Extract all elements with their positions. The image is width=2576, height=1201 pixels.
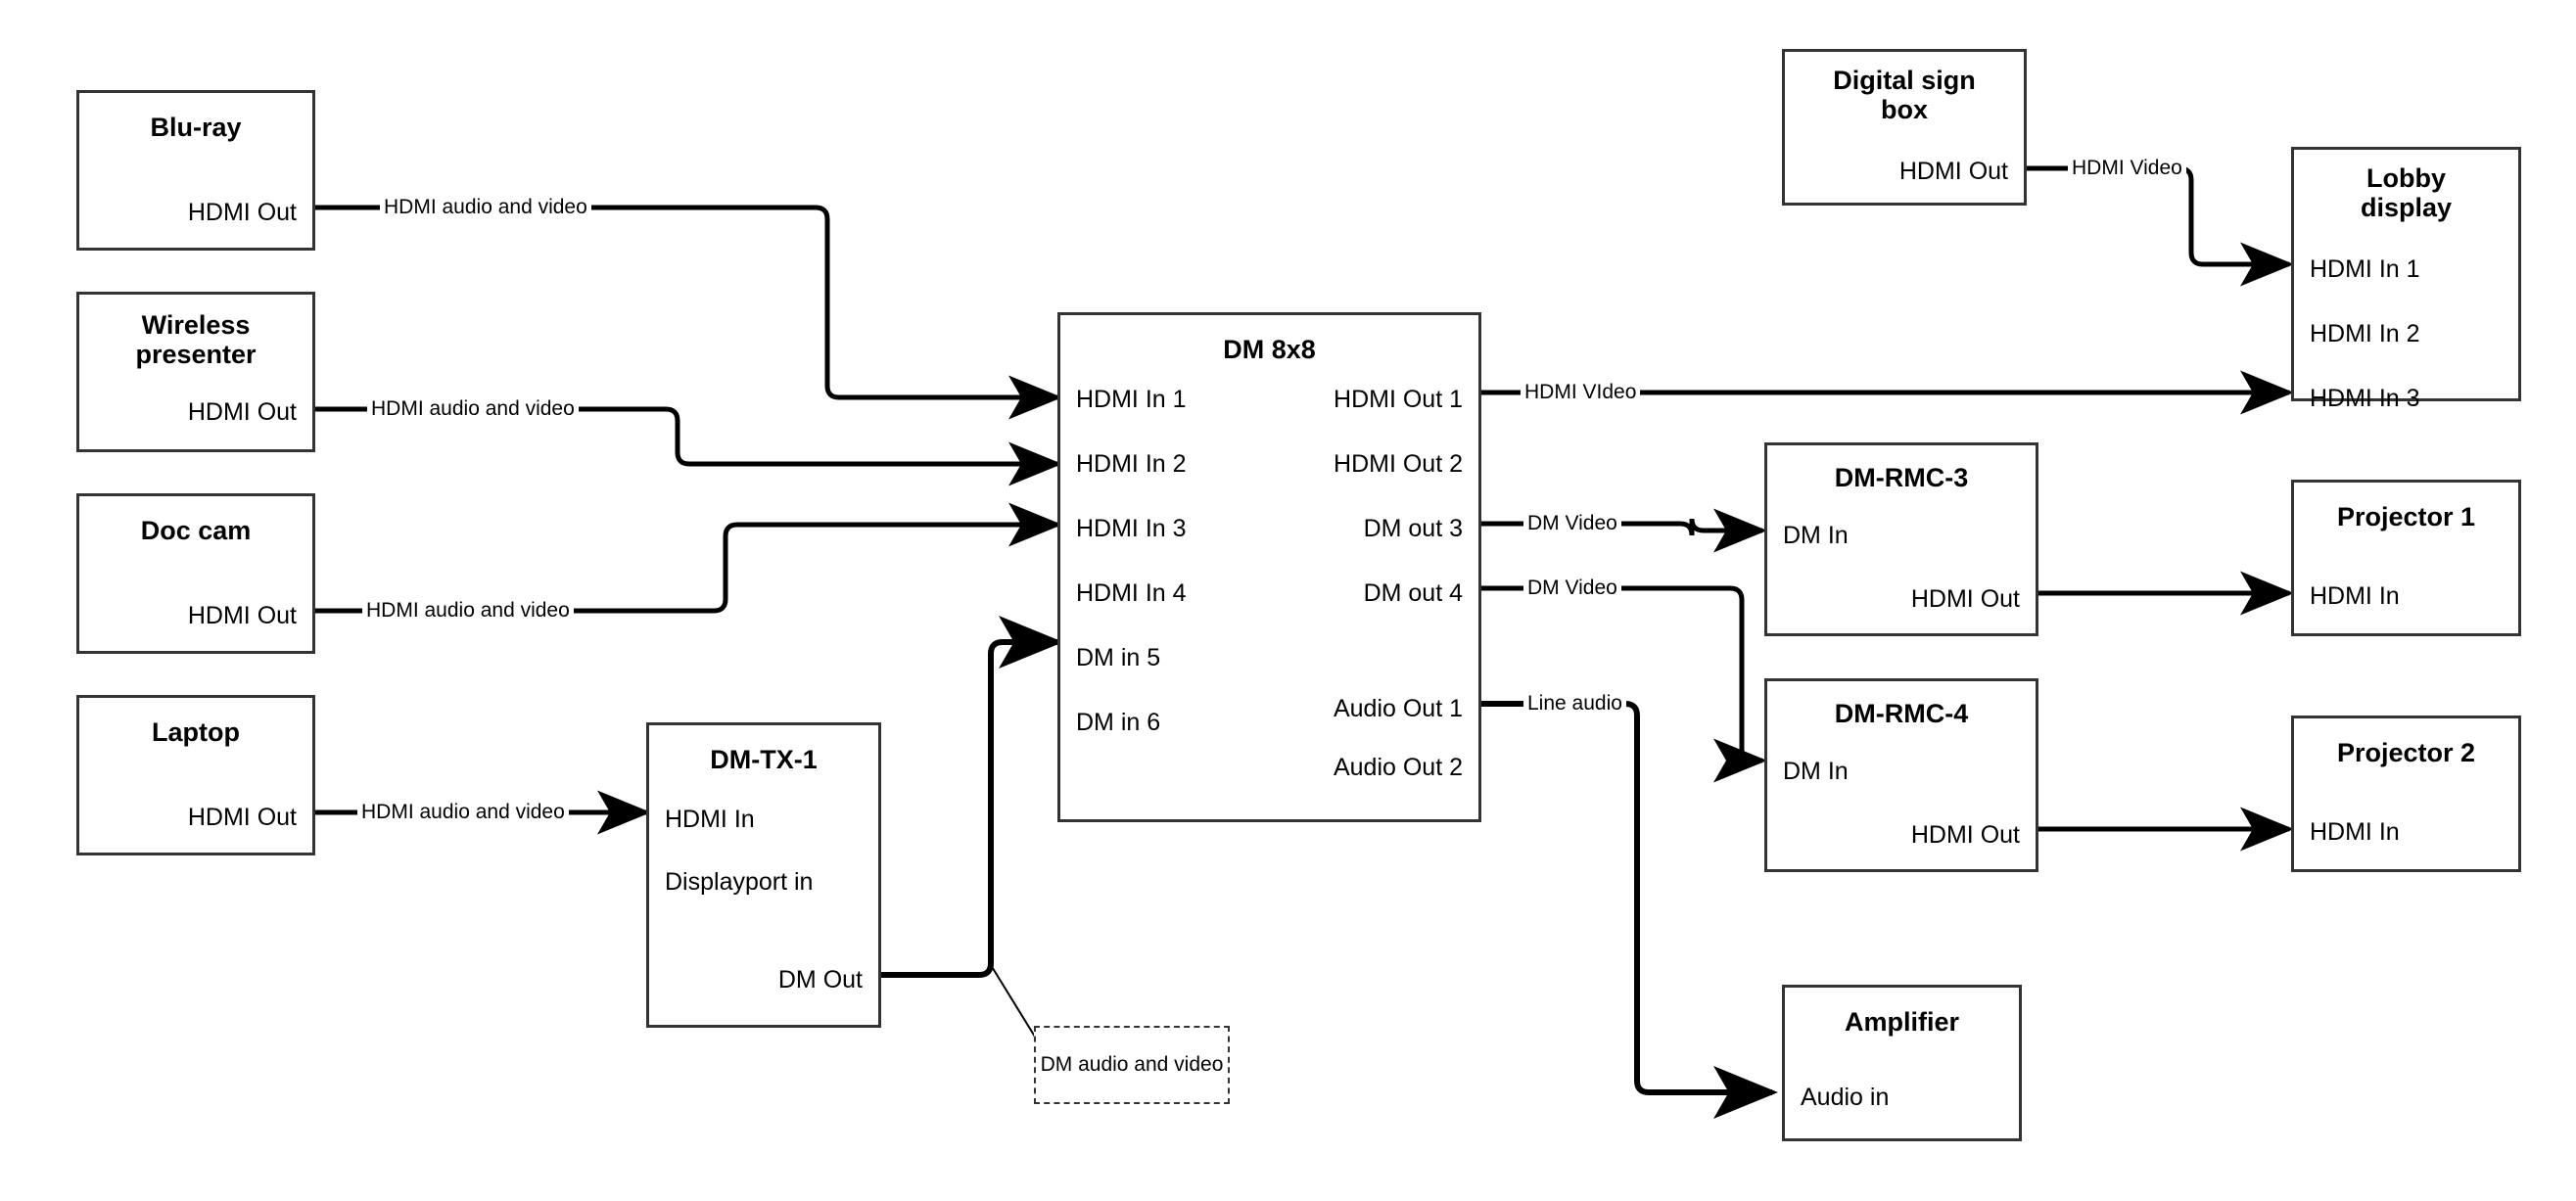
node-dm-8x8-output-hdmi-out-2[interactable]: HDMI Out 2	[1334, 450, 1463, 478]
node-doc-cam-title: Doc cam	[140, 516, 252, 545]
node-lobby-display-input-hdmi-in-1[interactable]: HDMI In 1	[2310, 255, 2420, 283]
node-dm-rmc-3[interactable]: DM-RMC-3 DM In HDMI Out	[1764, 442, 2038, 636]
node-dm-rmc-4-port-dm-in[interactable]: DM In	[1783, 758, 1849, 785]
node-dm-tx-1[interactable]: DM-TX-1 HDMI In Displayport in DM Out	[646, 722, 881, 1028]
node-dm-8x8-input-dm-in-6[interactable]: DM in 6	[1076, 709, 1161, 736]
callout-dm-audio-and-video: DM audio and video	[1034, 1026, 1230, 1104]
edge-label-dmout4-to-rmc4: DM Video	[1523, 577, 1621, 600]
node-projector-2[interactable]: Projector 2 HDMI In	[2291, 716, 2521, 872]
node-dm-8x8-input-hdmi-in-4[interactable]: HDMI In 4	[1076, 579, 1187, 607]
node-lobby-display[interactable]: Lobby display HDMI In 1 HDMI In 2 HDMI I…	[2291, 147, 2521, 411]
wire-dm8x8-audioout1-to-amplifier	[1481, 701, 1778, 1119]
node-dm-tx-1-title: DM-TX-1	[710, 745, 818, 774]
node-dm-8x8[interactable]: DM 8x8 HDMI In 1 HDMI In 2 HDMI In 3 HDM…	[1057, 312, 1481, 822]
node-dm-rmc-3-port-hdmi-out[interactable]: HDMI Out	[1910, 585, 2020, 613]
node-dm-8x8-output-audio-out-1[interactable]: Audio Out 1	[1333, 695, 1463, 722]
node-dm-tx-1-port-hdmi-in[interactable]: HDMI In	[665, 806, 755, 833]
node-projector-1[interactable]: Projector 1 HDMI In	[2291, 480, 2521, 636]
edge-label-audioout1-to-amplifier: Line audio	[1523, 692, 1626, 716]
node-dm-rmc-4[interactable]: DM-RMC-4 DM In HDMI Out	[1764, 678, 2038, 872]
node-dm-rmc-4-title: DM-RMC-4	[1834, 699, 1969, 728]
node-dm-tx-1-port-displayport-in[interactable]: Displayport in	[665, 868, 814, 896]
node-wireless-presenter-title: Wireless presenter	[135, 310, 257, 370]
node-projector-2-title: Projector 2	[2336, 738, 2476, 767]
callout-leader-line	[990, 964, 1039, 1042]
node-dm-8x8-input-hdmi-in-2[interactable]: HDMI In 2	[1076, 450, 1187, 478]
node-dm-rmc-3-port-dm-in[interactable]: DM In	[1783, 522, 1849, 549]
node-amplifier-title: Amplifier	[1844, 1007, 1960, 1037]
edge-label-bluray-to-dm8x8: HDMI audio and video	[380, 196, 591, 219]
node-wireless-presenter[interactable]: Wireless presenter HDMI Out	[76, 292, 315, 452]
node-dm-8x8-input-dm-in-5[interactable]: DM in 5	[1076, 644, 1161, 671]
node-dm-8x8-title: DM 8x8	[1223, 335, 1316, 364]
edge-label-dmout3-to-rmc3: DM Video	[1523, 512, 1621, 535]
node-digital-sign-box-port-hdmi-out[interactable]: HDMI Out	[1898, 158, 2008, 185]
node-digital-sign-box[interactable]: Digital sign box HDMI Out	[1782, 49, 2027, 206]
node-bluray-title: Blu-ray	[150, 113, 242, 142]
node-dm-rmc-4-port-hdmi-out[interactable]: HDMI Out	[1910, 821, 2020, 849]
node-dm-8x8-output-audio-out-2[interactable]: Audio Out 2	[1333, 754, 1463, 781]
edge-label-wireless-to-dm8x8: HDMI audio and video	[367, 397, 579, 421]
node-dm-tx-1-port-dm-out[interactable]: DM Out	[777, 966, 863, 993]
node-doc-cam-port-hdmi-out[interactable]: HDMI Out	[187, 602, 297, 629]
node-wireless-presenter-port-hdmi-out[interactable]: HDMI Out	[187, 398, 297, 426]
wire-dm8x8-dmout4-to-rmc4	[1481, 585, 1767, 783]
node-dm-8x8-output-dm-out-3[interactable]: DM out 3	[1363, 515, 1463, 542]
node-amplifier-port-audio-in[interactable]: Audio in	[1801, 1084, 1890, 1111]
node-lobby-display-input-hdmi-in-3[interactable]: HDMI In 3	[2310, 385, 2420, 412]
node-digital-sign-box-title: Digital sign box	[1833, 66, 1976, 125]
node-laptop[interactable]: Laptop HDMI Out	[76, 695, 315, 855]
node-projector-1-title: Projector 1	[2336, 502, 2476, 531]
wire-dmtx1-to-dm8x8-in5	[881, 616, 1063, 978]
node-dm-8x8-output-dm-out-4[interactable]: DM out 4	[1363, 579, 1463, 607]
wire-bluray-to-dm8x8-in1	[315, 205, 1062, 420]
edge-label-signbox-to-lobby: HDMI Video	[2068, 157, 2186, 180]
wire-doccam-to-dm8x8-in3	[315, 502, 1062, 614]
node-laptop-port-hdmi-out[interactable]: HDMI Out	[187, 804, 297, 831]
node-bluray[interactable]: Blu-ray HDMI Out	[76, 90, 315, 251]
node-projector-1-port-hdmi-in[interactable]: HDMI In	[2310, 582, 2400, 610]
edge-label-laptop-to-dmtx1: HDMI audio and video	[357, 801, 569, 824]
node-dm-8x8-input-hdmi-in-1[interactable]: HDMI In 1	[1076, 386, 1187, 413]
node-lobby-display-title: Lobby display	[2360, 163, 2453, 223]
node-bluray-port-hdmi-out[interactable]: HDMI Out	[187, 199, 297, 226]
node-dm-8x8-output-hdmi-out-1[interactable]: HDMI Out 1	[1334, 386, 1463, 413]
node-dm-8x8-input-hdmi-in-3[interactable]: HDMI In 3	[1076, 515, 1187, 542]
node-lobby-display-input-hdmi-in-2[interactable]: HDMI In 2	[2310, 320, 2420, 347]
node-laptop-title: Laptop	[152, 717, 240, 747]
node-dm-rmc-3-title: DM-RMC-3	[1834, 463, 1969, 492]
node-amplifier[interactable]: Amplifier Audio in	[1782, 985, 2022, 1141]
edge-label-doccam-to-dm8x8: HDMI audio and video	[362, 599, 574, 623]
node-doc-cam[interactable]: Doc cam HDMI Out	[76, 493, 315, 654]
node-projector-2-port-hdmi-in[interactable]: HDMI In	[2310, 818, 2400, 846]
edge-label-hdmiout1-to-lobby: HDMI VIdeo	[1521, 381, 1641, 404]
